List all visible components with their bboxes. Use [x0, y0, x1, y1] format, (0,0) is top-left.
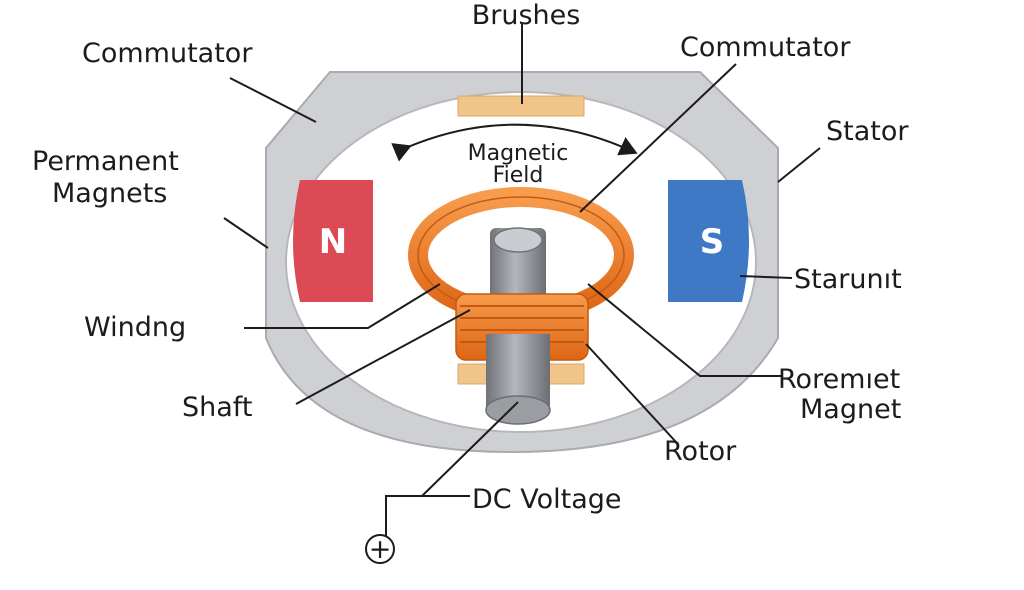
magnetic-field-arrow: [391, 123, 638, 162]
label-magnetic-field-line2: Field: [493, 163, 544, 188]
label-dc-voltage: DC Voltage: [472, 484, 622, 515]
label-rotor: Rotor: [664, 436, 737, 467]
south-pole-letter: S: [700, 222, 725, 262]
positive-terminal: [365, 534, 395, 564]
label-stator: Stator: [826, 116, 909, 147]
lower-shaft-end: [485, 395, 551, 425]
north-pole-letter: N: [319, 222, 347, 262]
label-commutator-right: Commutator: [680, 32, 851, 63]
south-magnet: [668, 180, 749, 302]
label-permanent-magnets-line1: Permanent: [32, 146, 179, 177]
label-roremiet-line2: Magnet: [800, 394, 901, 425]
positive-terminal-symbol: +: [369, 534, 392, 565]
label-winding: Windng: [84, 312, 186, 343]
label-shaft: Shaft: [182, 392, 252, 423]
label-starunit: Starunıt: [794, 264, 902, 295]
label-roremiet-line1: Roremıet: [778, 364, 900, 395]
upper-shaft-top: [493, 227, 543, 253]
label-commutator-left: Commutator: [82, 38, 253, 69]
north-magnet: [293, 180, 373, 302]
label-brushes: Brushes: [472, 0, 581, 31]
label-magnetic-field-line1: Magnetic: [468, 141, 569, 166]
leader-lines: [223, 24, 821, 542]
label-permanent-magnets-line2: Magnets: [52, 178, 167, 209]
